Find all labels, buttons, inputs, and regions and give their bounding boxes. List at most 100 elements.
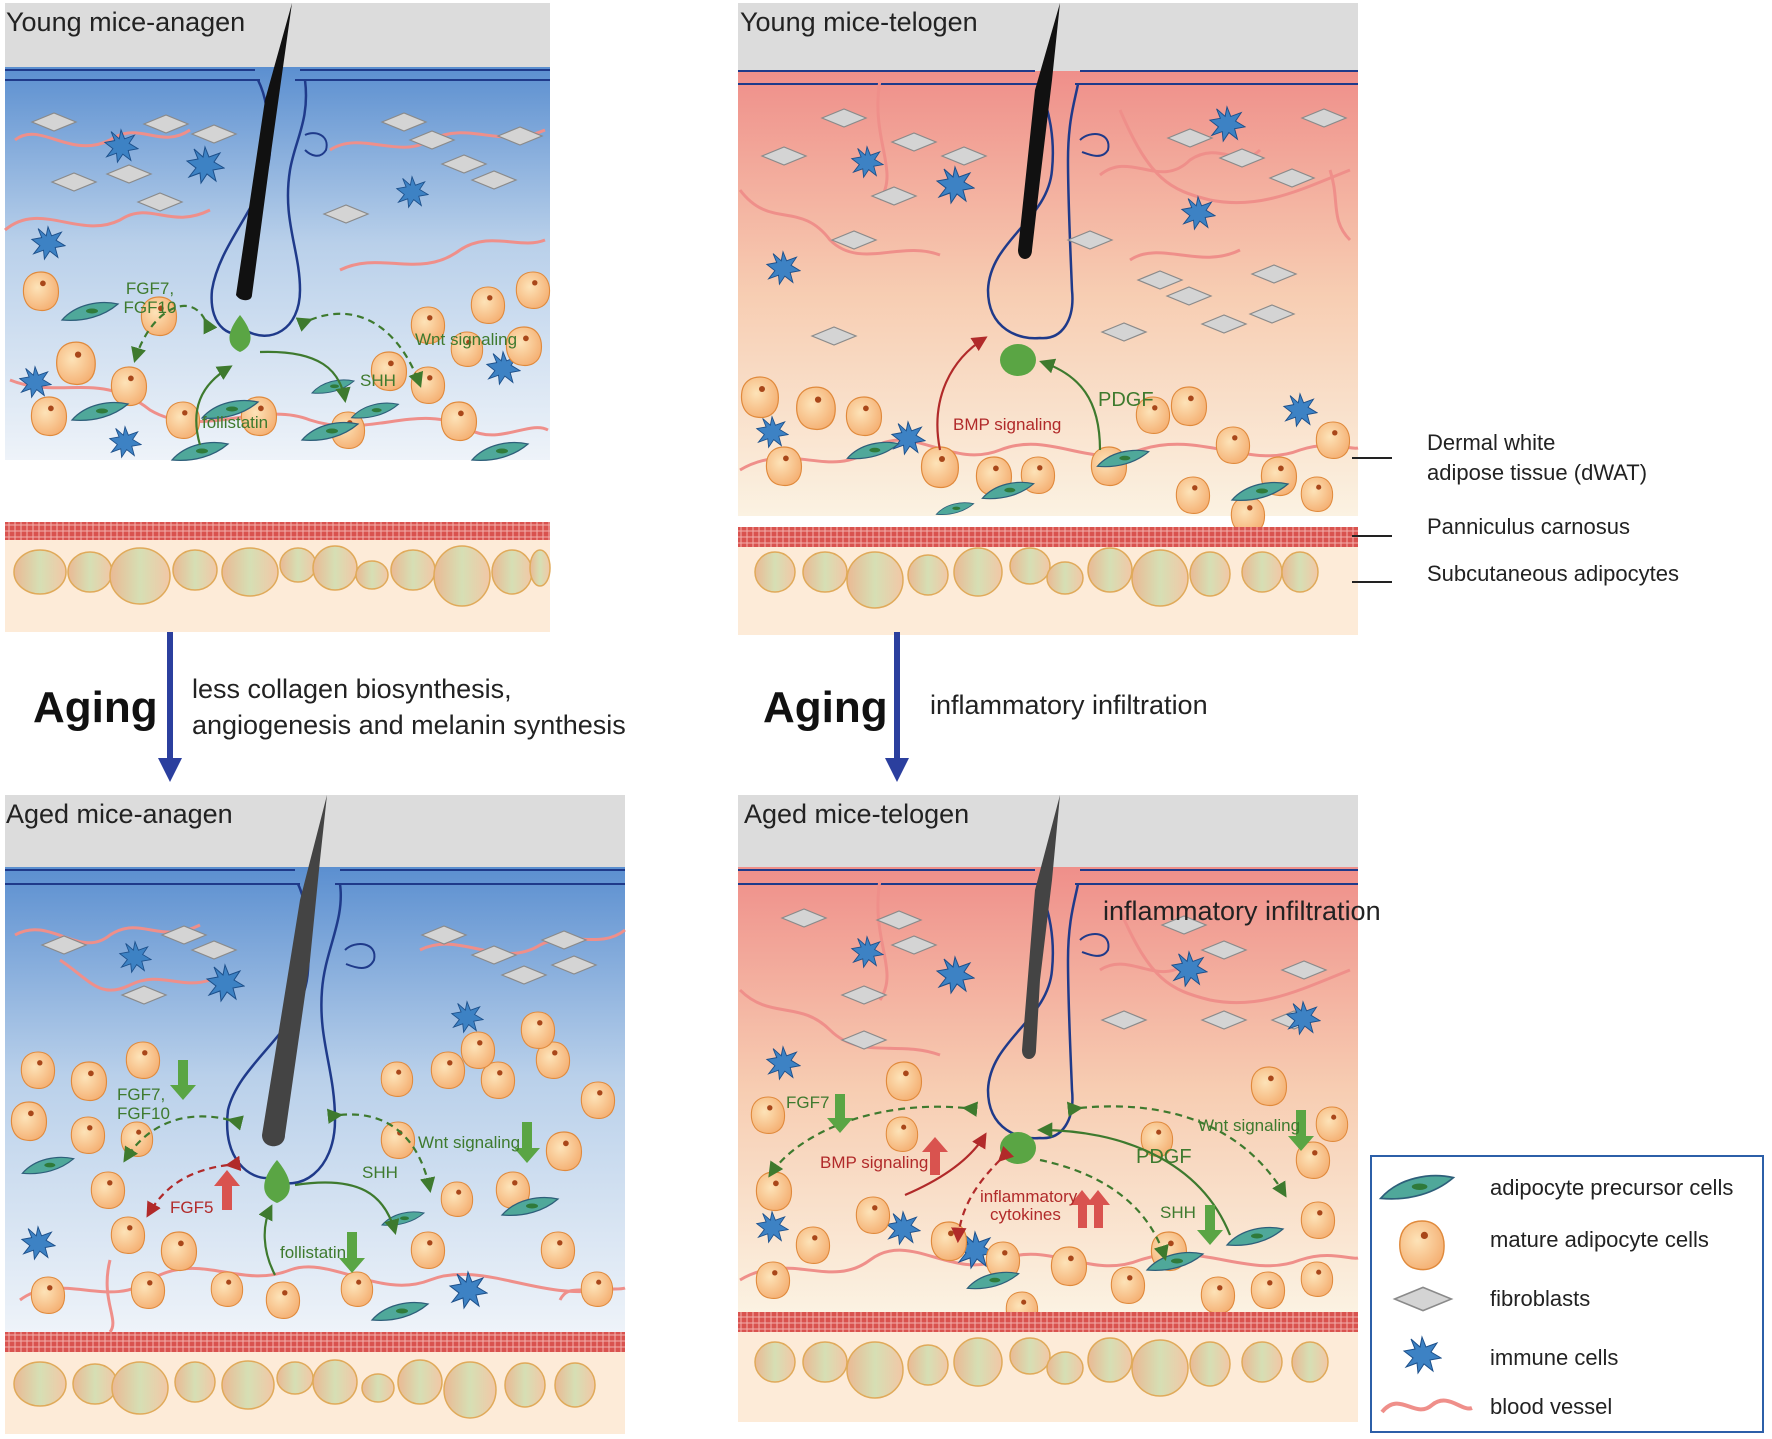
- dermal-papilla: [1000, 1132, 1036, 1164]
- wnt-arrow: [1066, 1101, 1287, 1198]
- blood-vessel-icon: [1380, 1398, 1473, 1414]
- dermis: [738, 71, 1358, 516]
- panniculus-carnosus: [5, 1332, 625, 1352]
- legend: adipocyte precursor cells mature adipocy…: [1370, 1155, 1764, 1433]
- legend-label-fibroblast: fibroblasts: [1490, 1286, 1590, 1311]
- wnt-label: Wnt signaling: [418, 1133, 520, 1152]
- aging-description: inflammatory infiltration: [930, 690, 1208, 720]
- epidermis-line: [738, 70, 1358, 85]
- pdgf-arrow: [1036, 1122, 1232, 1236]
- wnt-arrow: [295, 312, 424, 388]
- hair-shaft: [236, 3, 292, 301]
- aging-description: less collagen biosynthesis,angiogenesis …: [192, 674, 626, 740]
- shh-down-arrow: [1197, 1205, 1223, 1245]
- dermis: [5, 67, 550, 460]
- bmp-label: BMP signaling: [953, 415, 1061, 434]
- panniculus-label: Panniculus carnosus: [1427, 514, 1630, 539]
- epidermis-line: [738, 869, 1358, 885]
- fgf-label: FGF7,FGF10: [124, 279, 177, 317]
- mature-adipocyte-icon: [1399, 1220, 1445, 1271]
- panniculus-carnosus: [738, 1312, 1358, 1332]
- hair-shaft: [1018, 3, 1060, 259]
- wnt-down-arrow: [1288, 1110, 1314, 1151]
- cytokine-up-arrow-2: [1086, 1190, 1110, 1228]
- fgf-arrow: [123, 1115, 244, 1163]
- legend-label-immune: immune cells: [1490, 1345, 1618, 1370]
- legend-label-mature-adipocyte: mature adipocyte cells: [1490, 1227, 1709, 1252]
- signaling-arrows: [123, 1108, 436, 1276]
- fgf5-up-arrow: [214, 1170, 240, 1210]
- panel-title: Young mice-anagen: [6, 7, 245, 37]
- cytokine-up-arrow-1: [1070, 1190, 1094, 1228]
- hair-follicle-bulge: [344, 943, 376, 969]
- shh-arrow: [1039, 1158, 1169, 1261]
- wnt-arrow: [326, 1108, 436, 1194]
- shh-label: SHH: [362, 1163, 398, 1182]
- fgf-down-arrow: [170, 1060, 196, 1100]
- panniculus-carnosus: [5, 522, 550, 540]
- pdgf-label: PDGF: [1136, 1146, 1192, 1168]
- dermal-papilla: [264, 1160, 290, 1203]
- aging-arrow-left: Aging less collagen biosynthesis,angioge…: [33, 632, 626, 782]
- bmp-arrow: [936, 336, 988, 451]
- panel-aged-anagen: FGF7,FGF10 FGF5 Wnt signaling SHH follis…: [5, 795, 626, 1434]
- subcutaneous-adipocytes: [13, 545, 551, 607]
- hair-shaft: [262, 795, 327, 1147]
- legend-label-blood-vessel: blood vessel: [1490, 1394, 1612, 1419]
- signaling-arrows: [936, 336, 1102, 451]
- epidermis-line: [5, 69, 550, 81]
- fgf-label: FGF7,FGF10: [117, 1085, 170, 1123]
- shh-arrow: [259, 350, 351, 404]
- blood-vessels: [738, 879, 1359, 1282]
- level-arrows: [170, 1060, 540, 1273]
- hair-follicle: [986, 883, 1080, 1140]
- subcutaneous-adipocytes: [754, 547, 1319, 609]
- cytokine-arrow: [951, 1145, 1015, 1244]
- aging-arrow-right: Aging inflammatory infiltration: [763, 632, 1208, 782]
- hair-follicle-bulge: [1079, 933, 1110, 957]
- subcutaneous-adipocytes: [754, 1337, 1329, 1399]
- hair-follicle: [986, 83, 1080, 340]
- hair-follicle-bulge: [1079, 133, 1110, 157]
- hair-follicle-bulge: [304, 132, 328, 157]
- aging-label: Aging: [33, 683, 158, 732]
- follistatin-label: follistatin: [202, 413, 268, 432]
- wnt-label: Wnt signaling: [415, 330, 517, 349]
- fgf7-label: FGF7: [786, 1093, 829, 1112]
- shh-label: SHH: [1160, 1203, 1196, 1222]
- panel-title: Aged mice-telogen: [744, 799, 969, 829]
- follistatin-label: follistatin: [280, 1243, 346, 1262]
- dermis: [5, 867, 625, 1332]
- shh-arrow: [294, 1181, 400, 1235]
- blood-vessels: [738, 79, 1359, 472]
- signaling-arrows: [131, 304, 424, 446]
- bmp-label: BMP signaling: [820, 1153, 928, 1172]
- inflammatory-infiltration-note: inflammatory infiltration: [1103, 896, 1381, 926]
- signaling-arrows: [768, 1101, 1287, 1261]
- bmp-up-arrow: [922, 1137, 948, 1175]
- legend-label-precursor: adipocyte precursor cells: [1490, 1175, 1733, 1200]
- level-arrows: [827, 1094, 1314, 1245]
- subcutaneous-adipocytes: [13, 1359, 596, 1419]
- shh-label: SHH: [360, 371, 396, 390]
- panniculus-carnosus: [738, 527, 1358, 547]
- fgf7-arrow: [768, 1101, 978, 1178]
- fgf5-arrow: [146, 1155, 242, 1218]
- subcutaneous-label: Subcutaneous adipocytes: [1427, 561, 1679, 586]
- fgf5-label: FGF5: [170, 1198, 213, 1217]
- dermal-papilla: [229, 315, 251, 352]
- wnt-down-arrow: [514, 1122, 540, 1163]
- panel-title: Young mice-telogen: [740, 7, 978, 37]
- fgf-arrow: [131, 304, 218, 363]
- wnt-label: Wnt signaling: [1198, 1116, 1300, 1135]
- follistatin-arrow: [195, 365, 233, 446]
- panel-young-anagen: FGF7,FGF10 Wnt signaling SHH follistatin…: [4, 3, 551, 632]
- pdgf-label: PDGF: [1098, 389, 1154, 411]
- follistatin-arrow: [258, 1204, 276, 1276]
- dermal-papilla: [1000, 344, 1036, 376]
- epidermis-line: [5, 869, 625, 885]
